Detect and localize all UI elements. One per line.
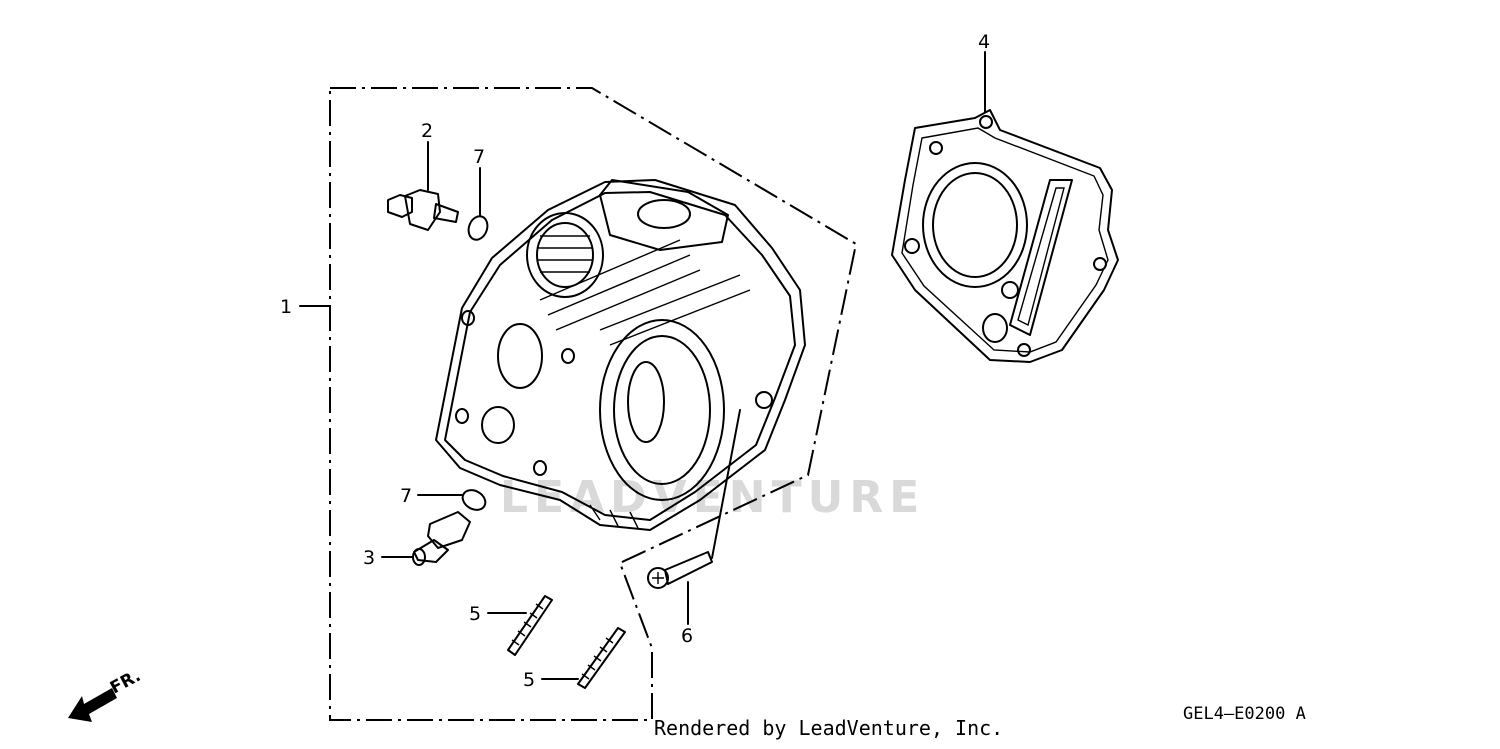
callout-5-lower: 5: [523, 669, 535, 691]
lower-fitting[interactable]: [412, 511, 471, 566]
stud-bolt-a[interactable]: [507, 595, 553, 656]
o-ring-upper[interactable]: [465, 214, 490, 243]
callout-2: 2: [421, 120, 433, 142]
callout-7-upper: 7: [473, 146, 485, 168]
o-ring-lower[interactable]: [459, 486, 489, 514]
callout-6: 6: [681, 625, 693, 647]
assembly-boundary: [329, 87, 858, 721]
callout-3: 3: [363, 547, 375, 569]
callout-7-lower: 7: [400, 485, 412, 507]
stud-bolt-b[interactable]: [577, 627, 626, 689]
stud-fitting[interactable]: [387, 189, 459, 231]
diagram-code: GEL4—E0200 A: [1183, 704, 1306, 724]
credit-text: Rendered by LeadVenture, Inc.: [654, 716, 1004, 740]
cylinder-head[interactable]: [435, 179, 806, 531]
head-gasket[interactable]: [891, 109, 1119, 363]
callout-1: 1: [280, 296, 292, 318]
callout-4: 4: [978, 31, 990, 53]
front-direction-arrow-icon: [68, 688, 117, 722]
bolt[interactable]: [647, 551, 713, 589]
callout-5-upper: 5: [469, 603, 481, 625]
